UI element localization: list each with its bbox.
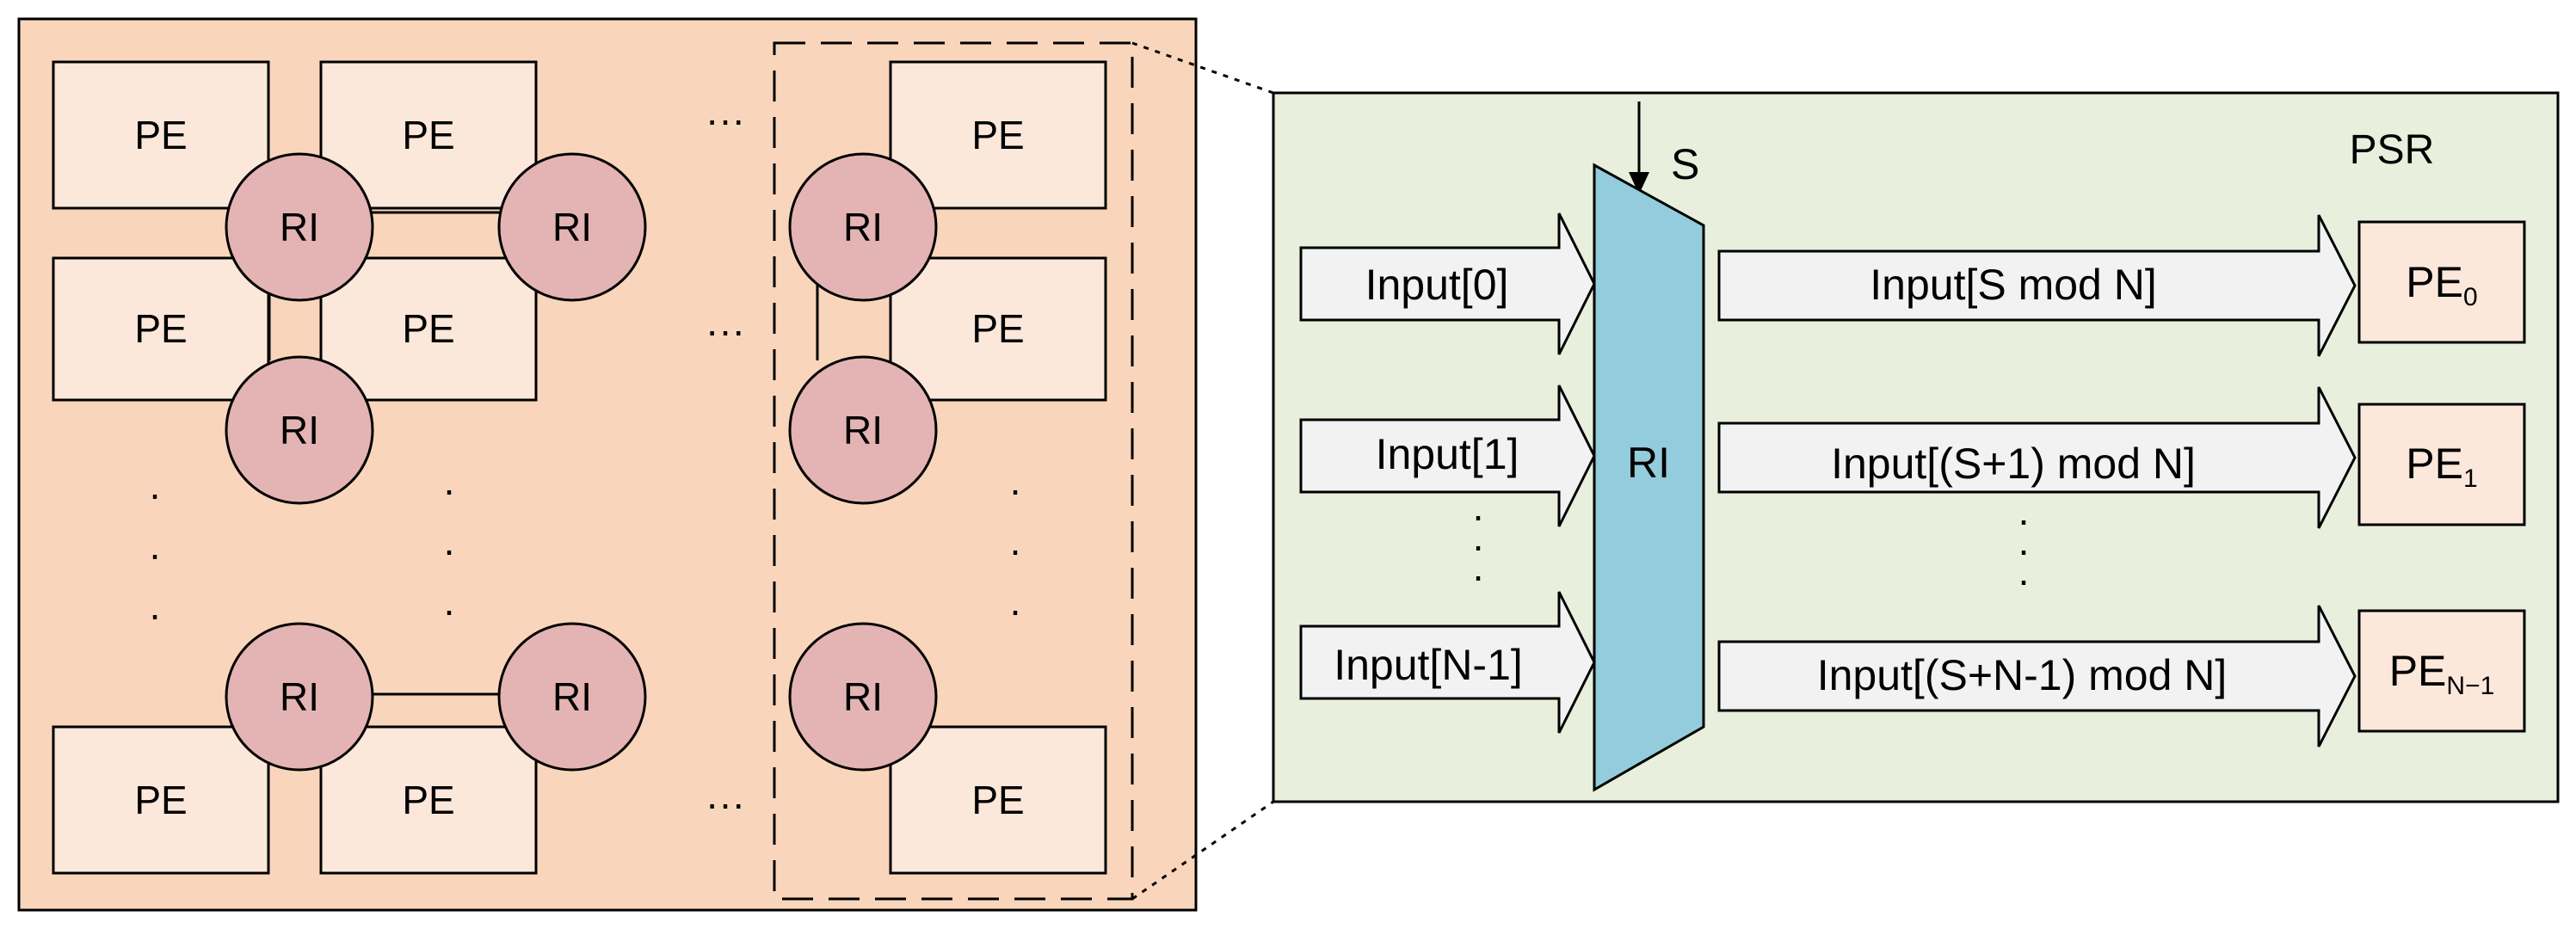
pe-block: PE [889,256,1107,402]
ri-node: RI [225,152,374,302]
pe-output-box: PE1 [2357,403,2526,526]
svg-text:·: · [442,467,455,512]
ri-label: RI [843,674,883,719]
pe-label: PE [402,113,454,157]
input-arrow: Input[1] [1299,385,1596,527]
ri-node: RI [788,355,938,505]
ellipsis-vertical: · · · [148,471,161,637]
pe-output-label: PE [2406,440,2463,488]
pe-label: PE [134,778,187,822]
input-arrow: Input[0] [1299,212,1596,355]
psr-title: PSR [2350,127,2435,173]
svg-text:·: · [1008,588,1021,632]
input-label: Input[0] [1365,261,1509,309]
svg-text:·: · [442,527,455,572]
ri-nodes: RI RI RI RI RI RI RI RI [225,152,938,772]
pe-output-label: PE [2406,258,2463,306]
ri-node: RI [497,622,647,772]
ellipsis-vertical: · · · [1471,493,1484,598]
pe-block: PE [319,256,538,402]
ri-node: RI [788,152,938,302]
pe-label: PE [402,306,454,351]
pe-label: PE [971,778,1024,822]
pe-block: PE [889,60,1107,210]
pe-label: PE [971,113,1024,157]
svg-text:·: · [1471,553,1484,598]
pe-block: PE [319,725,538,875]
psr-ellipses: · · · · · · [1471,493,2030,602]
ellipsis-horizontal: ··· [706,781,745,826]
input-label: Input[N-1] [1334,641,1523,689]
input-arrow: Input[N-1] [1299,591,1596,734]
input-label: Input[1] [1376,430,1519,478]
vertical-ellipses: · · · · · · · · · [148,467,1021,637]
pe-block: PE [52,256,270,402]
pe-output-subscript: 1 [2463,464,2478,493]
ri-label: RI [843,408,883,452]
svg-text:PE1: PE1 [2406,440,2477,493]
svg-text:·: · [148,471,161,516]
horizontal-ellipses: ··· ··· ··· [706,97,745,826]
output-arrow: Input[(S+1) mod N] [1717,386,2357,529]
output-pes: PE0 PE1 PEN−1 [2357,220,2526,733]
pe-block: PE [52,60,270,210]
svg-text:PEN−1: PEN−1 [2389,647,2495,700]
pe-block: PE [889,725,1107,875]
svg-text:PE0: PE0 [2406,258,2477,311]
select-label: S [1671,140,1699,188]
svg-text:·: · [1008,467,1021,512]
pe-label: PE [134,113,187,157]
input-arrows: Input[0] Input[1] Input[N-1] [1299,212,1596,734]
ri-label: RI [552,205,592,249]
output-label: Input[(S+1) mod N] [1831,440,2196,488]
pe-output-box: PE0 [2357,220,2526,344]
ellipsis-vertical: · · · [442,467,455,632]
ri-mux-label: RI [1627,439,1670,487]
ri-node: RI [225,355,374,505]
ri-label: RI [280,674,319,719]
pe-output-label: PE [2389,647,2447,695]
svg-text:·: · [148,592,161,637]
svg-text:·: · [2017,557,2030,602]
ri-label: RI [280,408,319,452]
svg-text:·: · [1008,527,1021,572]
zoom-connectors [1131,41,1274,901]
ri-mux-unit: RI [1593,163,1705,792]
pe-label: PE [402,778,454,822]
output-arrows: Input[S mod N] Input[(S+1) mod N] Input[… [1717,214,2357,748]
svg-text:·: · [1471,493,1484,538]
output-label: Input[S mod N] [1870,261,2157,309]
pe-label: PE [971,306,1024,351]
ri-node: RI [225,622,374,772]
ellipsis-horizontal: ··· [706,308,745,353]
ri-label: RI [552,674,592,719]
svg-text:·: · [442,588,455,632]
svg-text:·: · [1471,523,1484,568]
ellipsis-vertical: · · · [2017,497,2030,602]
pe-label: PE [134,306,187,351]
ri-label: RI [280,205,319,249]
select-signal: S [1629,102,1699,194]
ri-label: RI [843,205,883,249]
ri-node: RI [788,622,938,772]
svg-text:·: · [148,532,161,576]
ellipsis-vertical: · · · [1008,467,1021,632]
pe-block: PE [52,725,270,875]
ellipsis-horizontal: ··· [706,97,745,142]
output-arrow: Input[(S+N-1) mod N] [1717,605,2357,748]
highlight-column-dashed [773,41,1134,901]
output-label: Input[(S+N-1) mod N] [1817,651,2228,699]
svg-text:·: · [2017,527,2030,572]
pe-output-subscript: N−1 [2446,672,2494,700]
ri-node: RI [497,152,647,302]
pe-output-box: PEN−1 [2357,609,2526,733]
output-arrow: Input[S mod N] [1717,214,2357,357]
pe-output-subscript: 0 [2463,283,2478,311]
pe-grid: PE PE PE PE PE PE PE PE PE [52,60,1107,875]
svg-text:·: · [2017,497,2030,542]
